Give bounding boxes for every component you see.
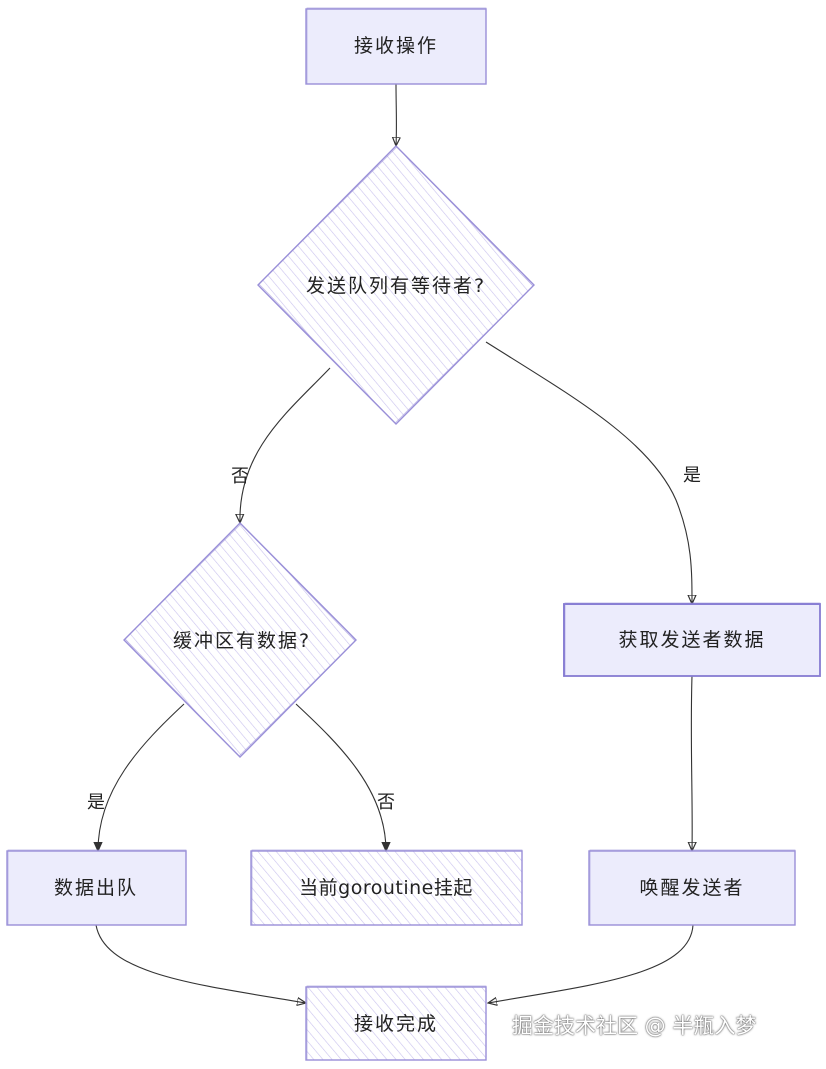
edge-label-buffer-yes: 是: [87, 792, 105, 813]
edge-label-buffer-no: 否: [377, 792, 395, 813]
edge-label-queue-yes: 是: [683, 465, 701, 486]
node-start: 接收操作: [305, 7, 487, 85]
edge-get-data-to-wake: [691, 675, 692, 851]
edge-wake-to-done: [488, 924, 694, 1003]
node-decision-sender-queue-label: 发送队列有等待者?: [306, 275, 486, 297]
node-done-label: 接收完成: [354, 1013, 438, 1035]
node-suspend: 当前goroutine挂起: [250, 849, 523, 926]
node-wake-sender: 唤醒发送者: [588, 849, 796, 926]
edge-label-queue-no: 否: [231, 466, 249, 487]
edges: [95, 83, 694, 1003]
node-decision-buffer: 缓冲区有数据?: [123, 522, 357, 758]
edge-buffer-decision-no: [295, 703, 386, 851]
node-start-label: 接收操作: [354, 35, 438, 57]
edge-queue-decision-no: [240, 367, 331, 523]
edge-buffer-decision-yes: [98, 703, 185, 851]
node-decision-buffer-label: 缓冲区有数据?: [173, 630, 311, 652]
node-wake-sender-label: 唤醒发送者: [639, 877, 744, 899]
node-done: 接收完成: [305, 985, 487, 1061]
node-suspend-label: 当前goroutine挂起: [299, 877, 473, 899]
node-decision-sender-queue: 发送队列有等待者?: [257, 145, 535, 425]
node-dequeue: 数据出队: [6, 849, 187, 926]
node-get-sender-data: 获取发送者数据: [563, 602, 821, 677]
edge-dequeue-to-done: [95, 924, 306, 1003]
node-dequeue-label: 数据出队: [54, 877, 138, 899]
edge-queue-decision-yes: [485, 341, 692, 604]
watermark: 掘金技术社区 @ 半瓶入梦: [512, 1014, 757, 1038]
node-get-sender-data-label: 获取发送者数据: [618, 629, 765, 651]
